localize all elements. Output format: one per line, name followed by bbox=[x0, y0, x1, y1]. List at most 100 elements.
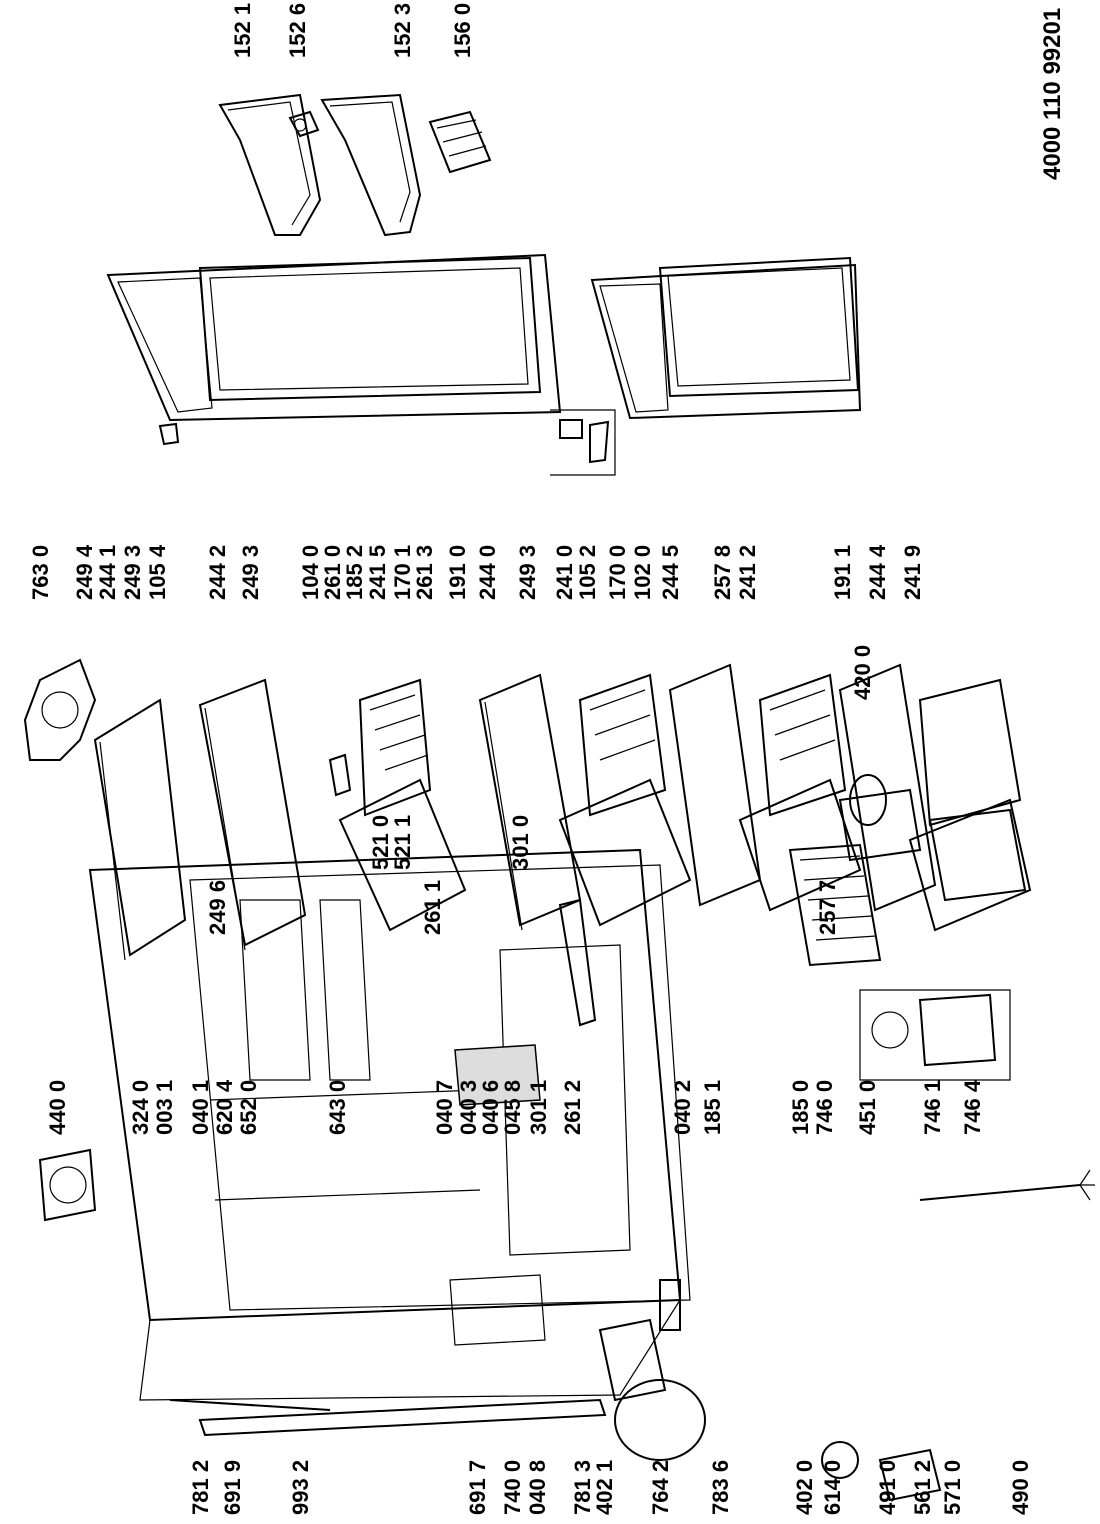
part-label-p6919: 691 9 bbox=[220, 1460, 245, 1515]
part-label-p2493a: 249 3 bbox=[120, 545, 145, 600]
freezer-door-1020 bbox=[590, 256, 862, 420]
part-label-p9932: 993 2 bbox=[288, 1460, 313, 1515]
bin-clip-1526 bbox=[288, 110, 320, 138]
part-label-p4020: 402 0 bbox=[792, 1460, 817, 1515]
part-label-p4910: 491 0 bbox=[875, 1460, 900, 1515]
glass-shelf-2440 bbox=[478, 673, 582, 931]
part-label-p7836: 783 6 bbox=[708, 1460, 733, 1515]
part-label-p7812a: 781 2 bbox=[188, 1460, 213, 1515]
hinge-set-1052 bbox=[550, 409, 616, 476]
part-label-p1700: 170 0 bbox=[605, 545, 630, 600]
compressor-4021 bbox=[598, 1318, 706, 1461]
part-label-p2493c: 249 3 bbox=[515, 545, 540, 600]
part-label-p0458: 045 8 bbox=[500, 1080, 525, 1135]
part-label-p3010: 301 0 bbox=[508, 815, 533, 870]
fridge-door-1040 bbox=[106, 253, 562, 422]
fan-unit-7461 bbox=[859, 989, 1011, 1081]
part-label-p6520: 652 0 bbox=[236, 1080, 261, 1135]
door-bin-1521 bbox=[218, 93, 322, 236]
part-label-p4400: 440 0 bbox=[45, 1080, 70, 1135]
part-label-p1052: 105 2 bbox=[575, 545, 600, 600]
part-label-p3011: 301 1 bbox=[526, 1080, 551, 1135]
control-board-3010 bbox=[454, 1044, 541, 1106]
drawer-2410 bbox=[558, 673, 692, 927]
part-label-p6140: 614 0 bbox=[820, 1460, 845, 1515]
part-label-p2494: 249 4 bbox=[72, 544, 97, 600]
part-label-p0408: 040 8 bbox=[525, 1460, 550, 1515]
capacitor-4200 bbox=[849, 774, 887, 826]
glass-shelf-2444 bbox=[838, 663, 937, 912]
part-label-p7460: 746 0 bbox=[812, 1080, 837, 1135]
part-label-p2578: 257 8 bbox=[710, 545, 735, 600]
part-label-p2496: 249 6 bbox=[205, 880, 230, 935]
evaporator-7460 bbox=[788, 843, 882, 967]
part-label-p5210: 521 0 bbox=[368, 815, 393, 870]
part-label-p1851: 185 1 bbox=[700, 1080, 725, 1135]
part-label-p2440: 244 0 bbox=[475, 545, 500, 600]
part-label-p2493b: 249 3 bbox=[238, 545, 263, 600]
part-label-p1054: 105 4 bbox=[145, 544, 170, 600]
part-label-p1701: 170 1 bbox=[390, 545, 415, 600]
glass-shelf-2445 bbox=[668, 663, 762, 907]
part-label-p1523: 152 3 bbox=[390, 3, 415, 58]
part-label-p0402: 040 2 bbox=[670, 1080, 695, 1135]
part-label-p6917: 691 7 bbox=[465, 1460, 490, 1515]
shelf-profile-2612 bbox=[558, 898, 597, 1027]
part-label-p7400: 740 0 bbox=[500, 1460, 525, 1515]
glass-shelf-2441 bbox=[93, 698, 187, 961]
part-label-p2612: 261 2 bbox=[560, 1080, 585, 1135]
document-number: 4000 110 99201 bbox=[1039, 8, 1066, 180]
part-label-p5211: 521 1 bbox=[390, 815, 415, 870]
part-label-p2445: 244 5 bbox=[658, 545, 683, 600]
part-label-p2442: 244 2 bbox=[205, 545, 230, 600]
door-bin-1523 bbox=[320, 93, 422, 237]
lamp-kit-6917 bbox=[449, 1274, 546, 1346]
part-label-p1020: 102 0 bbox=[630, 545, 655, 600]
part-label-p2613: 261 3 bbox=[412, 545, 437, 600]
part-label-p2611: 261 1 bbox=[420, 880, 445, 935]
part-label-p1560: 156 0 bbox=[450, 3, 475, 58]
fan-motor-4400 bbox=[38, 1148, 97, 1222]
part-label-p5710: 571 0 bbox=[940, 1460, 965, 1515]
part-label-p2412: 241 2 bbox=[735, 545, 760, 600]
part-label-p0406: 040 6 bbox=[478, 1080, 503, 1135]
part-label-p4900: 490 0 bbox=[1008, 1460, 1033, 1515]
part-label-p7464: 746 4 bbox=[960, 1079, 985, 1135]
part-label-p2577: 257 7 bbox=[815, 880, 840, 935]
part-label-p4021: 402 1 bbox=[592, 1460, 617, 1515]
fan-cover-7630 bbox=[23, 658, 97, 761]
part-label-p6204: 620 4 bbox=[212, 1079, 237, 1135]
part-label-p1850: 185 0 bbox=[788, 1080, 813, 1135]
part-label-p0031: 003 1 bbox=[152, 1080, 177, 1135]
part-label-p5612: 561 2 bbox=[910, 1460, 935, 1515]
part-label-p1526: 152 6 bbox=[285, 3, 310, 58]
part-label-p6430: 643 0 bbox=[325, 1080, 350, 1135]
part-label-p1852: 185 2 bbox=[342, 545, 367, 600]
condenser-7400 bbox=[198, 1398, 607, 1437]
cabinet-body bbox=[88, 848, 691, 1401]
part-label-p1911: 191 1 bbox=[830, 545, 855, 600]
part-label-p1910: 191 0 bbox=[445, 545, 470, 600]
part-label-p7630: 763 0 bbox=[28, 545, 53, 600]
part-label-p4200: 420 0 bbox=[850, 645, 875, 700]
part-label-p7813: 781 3 bbox=[570, 1460, 595, 1515]
thermostat-6140 bbox=[821, 1441, 859, 1479]
part-label-p2410: 241 0 bbox=[552, 545, 577, 600]
egg-tray-1560 bbox=[428, 110, 492, 174]
capillary-tube-7812 bbox=[169, 1399, 331, 1411]
evaporator-cover-7464 bbox=[928, 808, 1027, 902]
part-label-p1040: 104 0 bbox=[298, 545, 323, 600]
starter-relay-4910 bbox=[878, 1448, 942, 1502]
part-label-p3240: 324 0 bbox=[128, 1080, 153, 1135]
part-label-p4510: 451 0 bbox=[855, 1080, 880, 1135]
part-label-p7642: 764 2 bbox=[648, 1460, 673, 1515]
power-cord-4900 bbox=[919, 1169, 1095, 1201]
part-label-p2419: 241 9 bbox=[900, 545, 925, 600]
part-label-p2415: 241 5 bbox=[365, 545, 390, 600]
drawer-2412 bbox=[738, 673, 862, 912]
part-label-p0403: 040 3 bbox=[456, 1080, 481, 1135]
part-label-p7461: 746 1 bbox=[920, 1080, 945, 1135]
part-label-p2610: 261 0 bbox=[320, 545, 345, 600]
